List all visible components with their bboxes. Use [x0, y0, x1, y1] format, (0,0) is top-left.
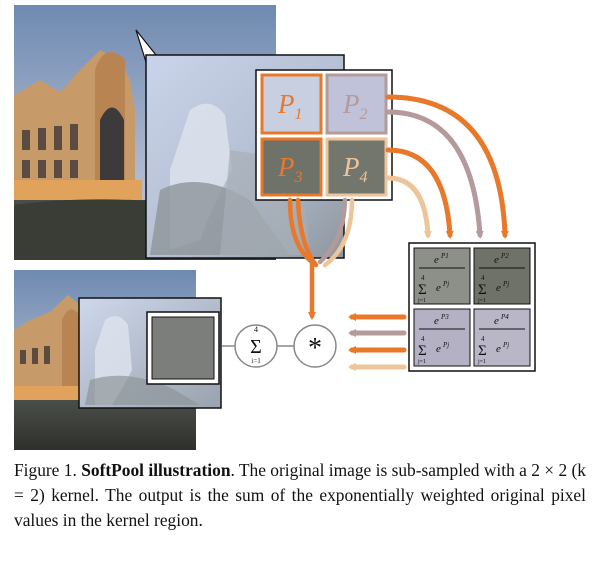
weight-cell-3	[413, 308, 471, 367]
svg-text:Σ: Σ	[478, 282, 487, 298]
svg-text:j=1: j=1	[477, 298, 486, 304]
svg-text:e: e	[496, 282, 501, 294]
svg-text:P3: P3	[440, 313, 449, 321]
kernel-cell-p3	[260, 137, 323, 197]
sum-operator: 4 Σ i=1	[234, 324, 278, 368]
svg-text:i=1: i=1	[251, 357, 261, 365]
svg-text:Pj: Pj	[442, 280, 449, 288]
svg-text:e: e	[496, 343, 501, 355]
output-pixel	[146, 311, 220, 385]
svg-text:Σ: Σ	[418, 282, 427, 298]
svg-text:4: 4	[421, 335, 425, 343]
figure-caption: Figure 1. SoftPool illustration. The ori…	[14, 460, 587, 530]
svg-text:*: *	[308, 333, 322, 364]
svg-text:P2: P2	[500, 252, 509, 260]
softpool-figure: P1 P2 P3 P4 e P1 4 Σ j=1 e Pj	[14, 5, 536, 450]
svg-text:j=1: j=1	[417, 298, 426, 304]
kernel-cell-p2	[325, 73, 388, 135]
kernel-to-multiply-arrows	[287, 197, 355, 320]
p3-label: P3	[277, 152, 303, 186]
svg-text:Pj: Pj	[502, 341, 509, 349]
svg-text:Σ: Σ	[250, 336, 262, 358]
svg-text:P4: P4	[500, 313, 509, 321]
svg-text:e: e	[434, 254, 439, 266]
svg-text:4: 4	[254, 325, 258, 334]
svg-text:P1: P1	[440, 252, 449, 260]
svg-text:e: e	[434, 315, 439, 327]
svg-text:Σ: Σ	[418, 343, 427, 359]
svg-text:4: 4	[481, 274, 485, 282]
kernel-cell-p1	[260, 73, 323, 135]
multiply-operator: *	[293, 324, 337, 368]
caption-body: The original image is sub-sampled with a…	[14, 460, 587, 530]
weights-to-multiply-arrows	[348, 313, 407, 371]
svg-text:Pj: Pj	[442, 341, 449, 349]
svg-text:e: e	[436, 343, 441, 355]
svg-text:Pj: Pj	[502, 280, 509, 288]
caption-title: SoftPool illustration	[81, 460, 231, 480]
svg-text:e: e	[436, 282, 441, 294]
kernel-cell-p4	[325, 137, 388, 197]
weight-cell-2	[473, 247, 531, 305]
p2-label: P2	[342, 89, 368, 123]
p4-label: P4	[342, 152, 368, 186]
svg-text:4: 4	[421, 274, 425, 282]
p1-label: P1	[277, 89, 303, 123]
svg-text:e: e	[494, 254, 499, 266]
svg-text:4: 4	[481, 335, 485, 343]
svg-text:j=1: j=1	[417, 359, 426, 365]
weight-cell-1	[413, 247, 471, 305]
caption-lead: Figure 1.	[14, 460, 77, 480]
weight-cell-4	[473, 308, 531, 367]
svg-text:e: e	[494, 315, 499, 327]
weight-matrix: e P1 4 Σ j=1 e Pj e P2 4 Σ j=1 e Pj e P3…	[408, 242, 536, 372]
svg-text:j=1: j=1	[477, 359, 486, 365]
weight-arrows	[385, 94, 509, 239]
svg-text:Σ: Σ	[478, 343, 487, 359]
kernel-2x2: P1 P2 P3 P4	[255, 69, 393, 201]
